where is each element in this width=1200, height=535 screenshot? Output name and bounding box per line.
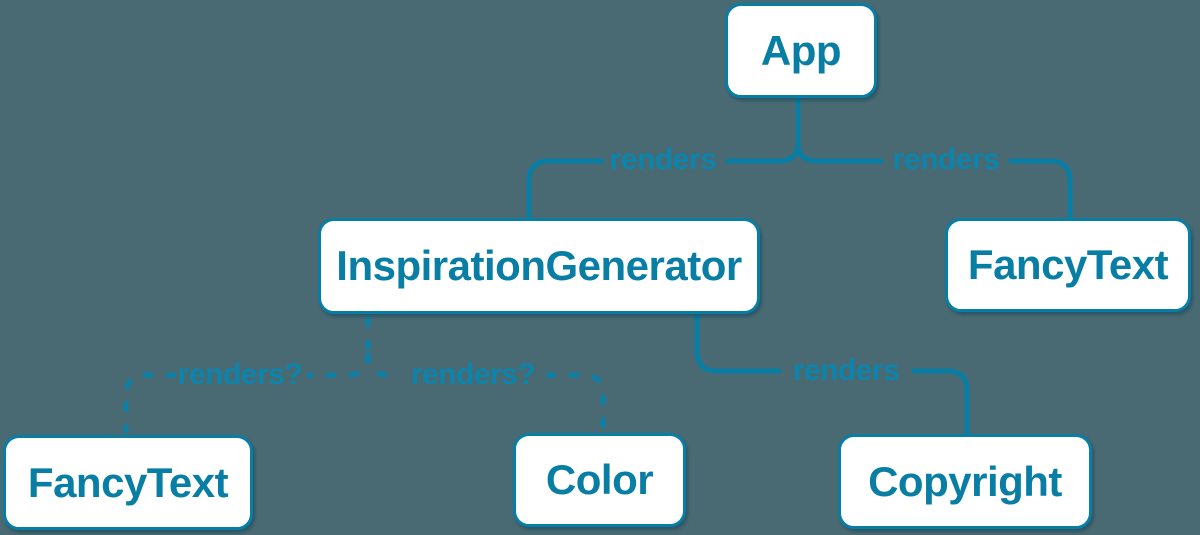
node-copyright: Copyright — [838, 434, 1092, 529]
edge-label-app-fancytext: renders — [892, 143, 1000, 176]
edge-label-inspirationgenerator-color: renders? — [410, 358, 536, 391]
node-fancy-text-bottom: FancyText — [3, 435, 253, 530]
edge-inspirationgenerator-fancytext-dashed — [307, 352, 371, 378]
node-fancy-text-top: FancyText — [945, 218, 1191, 312]
node-inspiration-generator-label: InspirationGenerator — [336, 242, 742, 289]
edge-app-fancytext — [795, 95, 884, 164]
edge-inspirationgenerator-color-dashed — [365, 352, 400, 378]
edge-label-inspirationgenerator-copyright: renders — [792, 354, 900, 387]
node-app-label: App — [760, 26, 842, 74]
edge-app-inspirationgenerator-2 — [526, 158, 605, 220]
node-color-label: Color — [545, 456, 654, 503]
node-fancy-text-bottom-label: FancyText — [27, 458, 229, 506]
node-app: App — [725, 3, 877, 98]
node-copyright-label: Copyright — [868, 457, 1062, 505]
edge-inspirationgenerator-copyright — [694, 312, 782, 374]
edge-inspirationgenerator-copyright-2 — [911, 368, 970, 436]
edge-inspirationgenerator-color-dashed-2 — [546, 372, 606, 431]
node-fancy-text-top-label: FancyText — [967, 241, 1169, 288]
edge-app-fancytext-2 — [1008, 158, 1073, 220]
edge-label-inspirationgenerator-fancytext: renders? — [177, 358, 303, 391]
edge-inspirationgenerator-fancytext-dashed-2 — [123, 372, 176, 433]
edge-label-app-inspirationgenerator: renders — [609, 143, 717, 176]
node-inspiration-generator: InspirationGenerator — [318, 218, 760, 314]
node-color: Color — [513, 433, 686, 527]
edge-app-inspirationgenerator — [725, 95, 801, 164]
